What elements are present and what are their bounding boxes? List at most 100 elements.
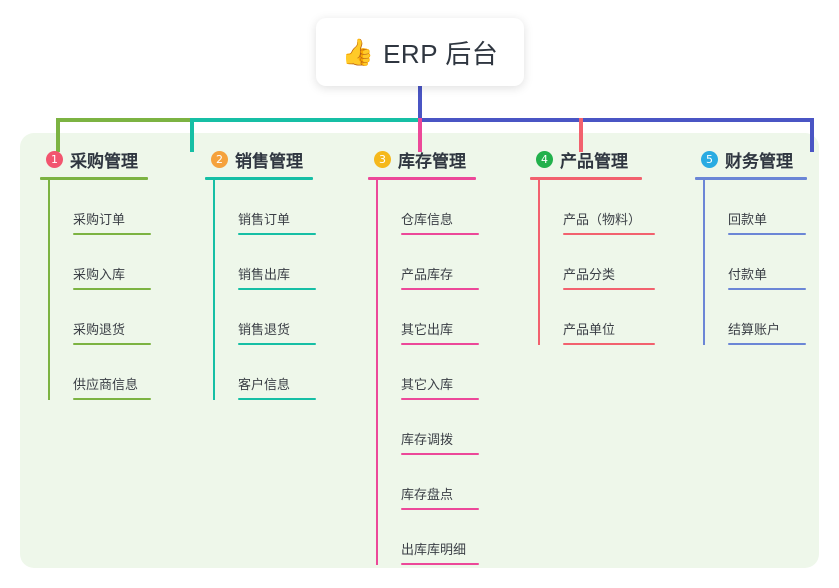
branch-child-label: 产品库存 (401, 267, 454, 282)
branch-child-underline (728, 343, 806, 345)
branch-child-item[interactable]: 库存调拨 (368, 400, 479, 455)
branch-child-item[interactable]: 其它出库 (368, 290, 479, 345)
branch-title: 销售管理 (235, 151, 303, 171)
branch-header-5[interactable]: 5 财务管理 (695, 146, 807, 172)
branch-5: 5 财务管理回款单付款单结算账户 (695, 146, 807, 345)
branch-child-item[interactable]: 产品库存 (368, 235, 479, 290)
branch-child-item[interactable]: 采购入库 (40, 235, 151, 290)
branch-spine (48, 180, 50, 400)
branch-child-item[interactable]: 采购订单 (40, 180, 151, 235)
branch-child-underline (73, 233, 151, 235)
branch-child-item[interactable]: 销售退货 (205, 290, 316, 345)
branch-children: 回款单付款单结算账户 (695, 180, 807, 345)
branch-underline (40, 177, 148, 180)
root-node[interactable]: 👍 ERP 后台 (316, 18, 524, 86)
branch-child-item[interactable]: 销售出库 (205, 235, 316, 290)
branch-child-label: 产品（物料） (563, 212, 642, 227)
branch-child-underline (401, 398, 479, 400)
branch-child-label: 客户信息 (238, 377, 291, 392)
branch-children: 销售订单销售出库销售退货客户信息 (205, 180, 316, 400)
branch-badge-icon: 2 (211, 150, 228, 168)
thumbs-up-icon: 👍 (341, 37, 375, 67)
branch-spine (213, 180, 215, 400)
branch-spine (376, 180, 378, 565)
branch-child-label: 产品分类 (563, 267, 616, 282)
branch-child-label: 销售出库 (238, 267, 291, 282)
branch-child-item[interactable]: 付款单 (695, 235, 807, 290)
branch-underline (530, 177, 642, 180)
branch-child-underline (563, 233, 655, 235)
branch-underline (368, 177, 476, 180)
branch-child-underline (563, 288, 655, 290)
root-title: ERP 后台 (383, 38, 499, 69)
branch-children: 仓库信息产品库存其它出库其它入库库存调拨库存盘点出库库明细 (368, 180, 479, 565)
branch-3: 3 库存管理仓库信息产品库存其它出库其它入库库存调拨库存盘点出库库明细 (368, 146, 479, 565)
branch-1: 1 采购管理采购订单采购入库采购退货供应商信息 (40, 146, 151, 400)
branch-badge-icon: 3 (374, 150, 391, 168)
branch-child-underline (563, 343, 655, 345)
branch-child-item[interactable]: 库存盘点 (368, 455, 479, 510)
branch-child-item[interactable]: 结算账户 (695, 290, 807, 345)
branch-child-underline (73, 343, 151, 345)
branch-child-label: 产品单位 (563, 322, 616, 337)
branch-child-item[interactable]: 产品分类 (530, 235, 655, 290)
branch-child-underline (728, 288, 806, 290)
branch-child-underline (73, 288, 151, 290)
branch-child-label: 仓库信息 (401, 212, 454, 227)
branch-child-underline (401, 563, 479, 565)
branch-child-item[interactable]: 产品单位 (530, 290, 655, 345)
branch-title: 财务管理 (725, 151, 793, 171)
branch-child-label: 其它出库 (401, 322, 454, 337)
branch-child-item[interactable]: 产品（物料） (530, 180, 655, 235)
branch-child-underline (401, 343, 479, 345)
branch-child-item[interactable]: 采购退货 (40, 290, 151, 345)
branch-child-item[interactable]: 其它入库 (368, 345, 479, 400)
branch-child-label: 供应商信息 (73, 377, 139, 392)
branch-child-underline (401, 288, 479, 290)
branch-child-label: 库存盘点 (401, 487, 454, 502)
branch-child-underline (238, 343, 316, 345)
branch-child-label: 采购订单 (73, 212, 126, 227)
branch-underline (205, 177, 313, 180)
branch-child-underline (401, 453, 479, 455)
branch-child-underline (728, 233, 806, 235)
branch-spine (703, 180, 705, 345)
branch-child-item[interactable]: 销售订单 (205, 180, 316, 235)
branch-children: 采购订单采购入库采购退货供应商信息 (40, 180, 151, 400)
branch-child-underline (401, 508, 479, 510)
branch-child-underline (401, 233, 479, 235)
branch-spine (538, 180, 540, 345)
branch-child-label: 销售退货 (238, 322, 291, 337)
branch-header-2[interactable]: 2 销售管理 (205, 146, 316, 172)
branch-child-item[interactable]: 出库库明细 (368, 510, 479, 565)
branch-badge-icon: 4 (536, 150, 553, 168)
branch-child-label: 库存调拨 (401, 432, 454, 447)
branch-children: 产品（物料） 产品分类产品单位 (530, 180, 655, 345)
branch-child-label: 采购退货 (73, 322, 126, 337)
branch-child-label: 采购入库 (73, 267, 126, 282)
branch-child-label: 结算账户 (728, 322, 781, 337)
branch-child-item[interactable]: 客户信息 (205, 345, 316, 400)
branch-header-1[interactable]: 1 采购管理 (40, 146, 151, 172)
branch-badge-icon: 5 (701, 150, 718, 168)
branch-child-item[interactable]: 仓库信息 (368, 180, 479, 235)
branch-child-label: 付款单 (728, 267, 768, 282)
branch-child-underline (238, 398, 316, 400)
branch-child-label: 其它入库 (401, 377, 454, 392)
branch-2: 2 销售管理销售订单销售出库销售退货客户信息 (205, 146, 316, 400)
branch-child-item[interactable]: 回款单 (695, 180, 807, 235)
branch-child-underline (238, 288, 316, 290)
branch-underline (695, 177, 807, 180)
branch-child-label: 出库库明细 (401, 542, 467, 557)
branch-title: 采购管理 (70, 151, 138, 171)
branch-title: 库存管理 (398, 151, 466, 171)
branch-child-item[interactable]: 供应商信息 (40, 345, 151, 400)
branch-child-underline (73, 398, 151, 400)
branch-child-label: 销售订单 (238, 212, 291, 227)
branch-header-3[interactable]: 3 库存管理 (368, 146, 479, 172)
branch-badge-icon: 1 (46, 150, 63, 168)
branch-child-label: 回款单 (728, 212, 768, 227)
